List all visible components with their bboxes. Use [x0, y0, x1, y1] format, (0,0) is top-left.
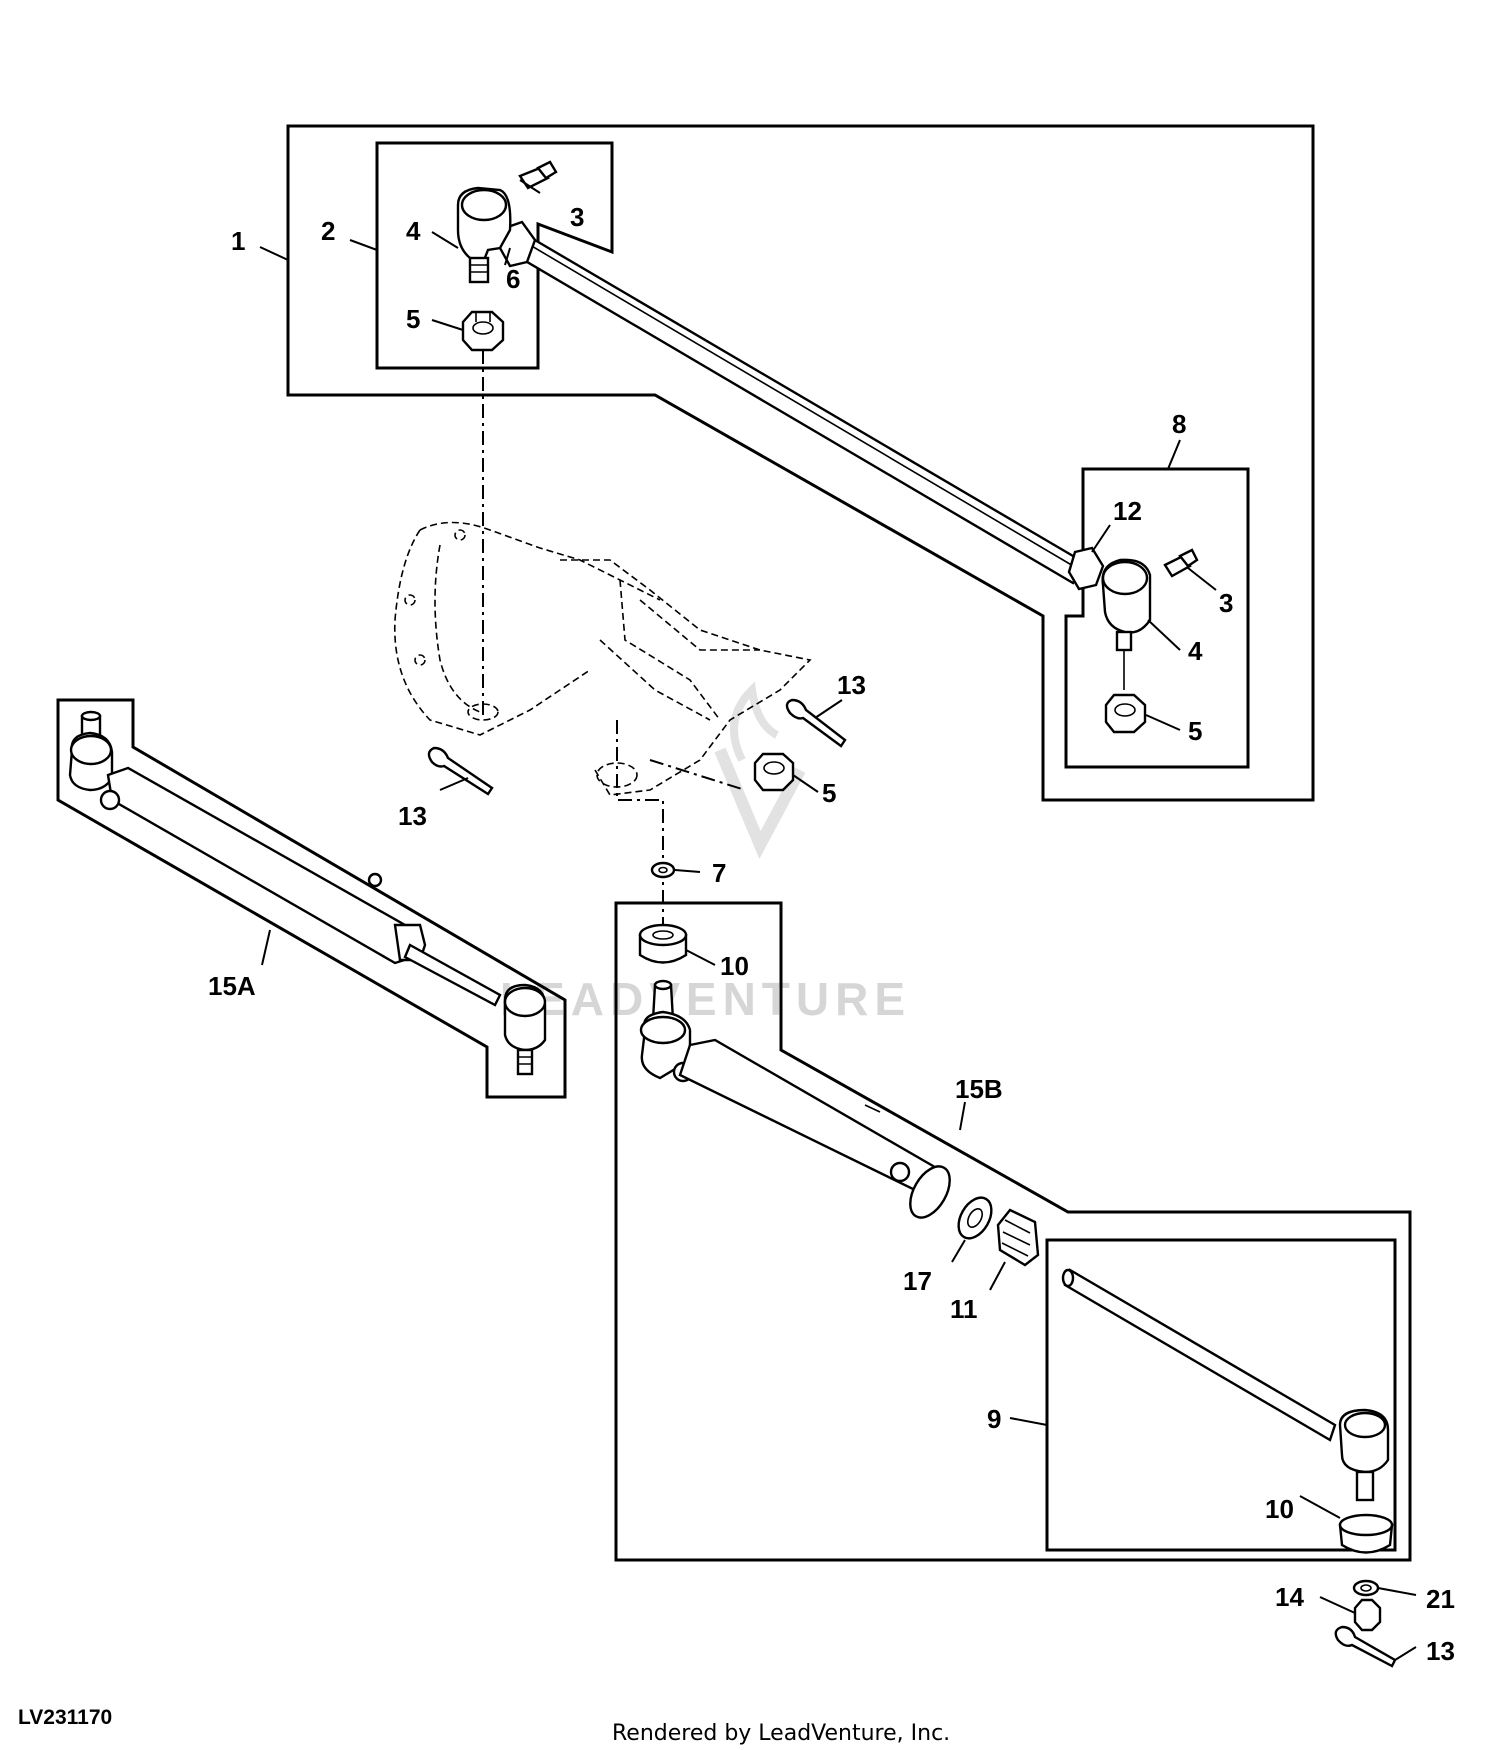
tie-rod-assembly	[498, 220, 1105, 591]
leaders	[259, 179, 1417, 1661]
washer-21	[1352, 1579, 1380, 1597]
callout-5-right: 5	[1188, 716, 1202, 746]
group-frame-8	[1064, 467, 1250, 769]
callout-21: 21	[1426, 1584, 1455, 1614]
callout-3-upper: 3	[570, 202, 584, 232]
castle-nut-5-upper	[461, 310, 505, 352]
callout-10-upper: 10	[720, 951, 749, 981]
group-frame-15B	[614, 901, 1412, 1562]
callout-17: 17	[903, 1266, 932, 1296]
group-frame-1	[286, 124, 1315, 802]
washer-7	[650, 861, 676, 879]
callout-11: 11	[950, 1294, 978, 1324]
callout-3-right: 3	[1219, 588, 1233, 618]
steering-cylinder-15A	[68, 710, 547, 1076]
castle-nut-5-right	[1104, 693, 1147, 734]
callout-13-left: 13	[398, 801, 427, 831]
group-frame-2	[375, 141, 614, 370]
cotter-pin-13-lower	[1334, 1625, 1397, 1668]
callout-10-lower: 10	[1265, 1494, 1294, 1524]
assembly-line-nut	[649, 759, 746, 791]
group-frame-15A	[56, 698, 567, 1099]
callout-14: 14	[1275, 1582, 1304, 1612]
castle-nut-5-middle	[753, 752, 795, 792]
callout-8: 8	[1172, 409, 1186, 439]
tie-rod-end-4-left	[456, 186, 512, 284]
piston-rod-9	[1061, 1268, 1394, 1554]
callout-7: 7	[712, 858, 726, 888]
watermark-text: LEADVENTURE	[500, 973, 911, 1025]
cotter-pin-13-left	[427, 746, 494, 796]
callout-6: 6	[506, 264, 520, 294]
grease-fitting-3-upper	[518, 160, 558, 190]
lock-nut-14	[1353, 1598, 1382, 1632]
credit-line: Rendered by LeadVenture, Inc.	[612, 1721, 950, 1746]
callout-15B: 15B	[955, 1074, 1003, 1104]
watermark: LEADVENTURE	[500, 681, 911, 1025]
assembly-line-lower	[616, 720, 664, 950]
callout-12: 12	[1113, 496, 1142, 526]
callout-15A: 15A	[208, 971, 256, 1001]
steering-cylinder-15B	[638, 923, 1040, 1267]
cotter-pin-13-right	[785, 698, 847, 748]
callout-4-right: 4	[1188, 636, 1203, 666]
callout-2: 2	[321, 216, 335, 246]
callout-4-upper: 4	[406, 216, 421, 246]
callout-13-lower: 13	[1426, 1636, 1455, 1666]
tie-rod-end-4-right	[1101, 558, 1152, 690]
axle-housing	[393, 521, 812, 796]
callout-1: 1	[231, 226, 245, 256]
callout-13-right: 13	[837, 670, 866, 700]
callout-5-middle: 5	[822, 778, 836, 808]
callouts: 1 2 3 4 5 6 8 12 3 4 5 13 5 13 7 10 15A …	[208, 202, 1455, 1666]
group-frame-9	[1045, 1238, 1397, 1552]
figure-id: LV231170	[18, 1706, 112, 1729]
jam-nut-12	[1067, 546, 1105, 591]
callout-5-upper: 5	[406, 304, 420, 334]
grease-fitting-3-right	[1163, 548, 1199, 578]
callout-9: 9	[987, 1404, 1001, 1434]
